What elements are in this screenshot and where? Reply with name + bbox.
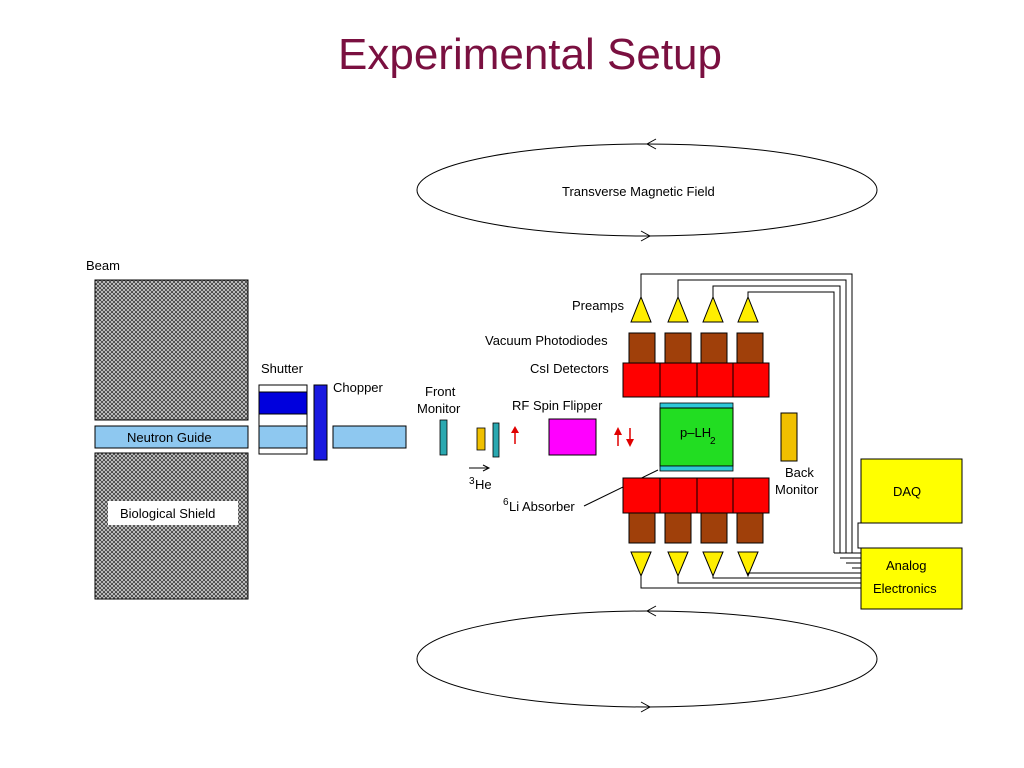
rf-spin-flipper-label: RF Spin Flipper [512,398,603,413]
csi-detectors-label: CsI Detectors [530,361,609,376]
top-field-loop [416,138,878,242]
back-monitor [780,412,798,462]
field-arrow-right-icon [640,230,652,242]
li6-absorber-label: Li Absorber [509,499,575,514]
photodiode [664,332,692,364]
transverse-field-label: Transverse Magnetic Field [562,184,715,199]
target-label: p–LH [680,425,711,440]
vacuum-photodiodes-label: Vacuum Photodiodes [485,333,608,348]
shutter-guide-section [258,425,308,449]
preamp [667,295,689,323]
photodiode [700,512,728,544]
csi-detector [732,362,770,398]
upper-preamps [630,295,759,323]
beam-label: Beam [86,258,120,273]
csi-detector [659,362,698,398]
photodiode [628,512,656,544]
preamp [667,551,689,578]
daq-label: DAQ [893,484,921,499]
target-window-top [659,402,734,409]
target-window-bottom [659,465,734,472]
preamps-label: Preamps [572,298,625,313]
csi-detector [696,477,734,514]
guide-section [332,425,407,449]
lower-csi-detectors [622,477,770,514]
field-arrow-right-icon [640,701,652,713]
daq-box [860,458,963,524]
preamp [630,295,652,323]
analog-electronics-box [860,547,963,610]
photodiode [628,332,656,364]
spin-up-arrow-icon [511,426,519,444]
csi-detector [732,477,770,514]
upper-csi-detectors [622,362,770,398]
li6-pointer-line [583,469,659,507]
he3-label: He [475,477,492,492]
slide-title: Experimental Setup [338,30,722,79]
signal-cables [640,273,862,589]
neutron-guide [94,425,249,449]
biological-shield-label: Biological Shield [120,506,215,521]
photodiode [700,332,728,364]
he3-superscript: 3 [469,476,475,487]
spin-up-down-arrows-icon [614,427,634,447]
upper-photodiodes [628,332,764,364]
chopper [313,384,328,461]
lower-photodiodes [628,512,764,544]
csi-detector [659,477,698,514]
bottom-field-loop [416,605,878,713]
preamp [737,551,759,578]
li6-superscript: 6 [503,497,509,508]
analog-electronics-label-line1: Analog [886,558,926,573]
analog-electronics-label-line2: Electronics [873,581,937,596]
preamp [630,551,652,578]
photodiode [664,512,692,544]
back-monitor-label-line2: Monitor [775,482,819,497]
biological-shield-label-box [108,501,238,525]
back-monitor-label-line1: Back [785,465,814,480]
preamp [737,295,759,323]
shutter-label: Shutter [261,361,304,376]
target-subscript: 2 [710,436,716,447]
field-arrow-left-icon [645,605,657,617]
photodiode [736,512,764,544]
biological-shield-upper [94,279,249,421]
csi-detector [622,362,661,398]
photodiode [736,332,764,364]
field-arrow-left-icon [645,138,657,150]
preamp [702,295,724,323]
front-monitor-label-line2: Monitor [417,401,461,416]
rf-spin-flipper [548,418,597,456]
csi-detector [696,362,734,398]
neutron-guide-label: Neutron Guide [127,430,212,445]
csi-detector [622,477,661,514]
lh2-target [659,407,734,467]
shutter [258,391,308,415]
lower-preamps [630,551,759,578]
he3-cell [476,427,486,451]
front-monitor-label-line1: Front [425,384,456,399]
biological-shield-lower [94,452,249,600]
preamp [702,551,724,578]
chopper-label: Chopper [333,380,384,395]
he3-monitor [492,422,500,458]
front-monitor [439,419,448,456]
